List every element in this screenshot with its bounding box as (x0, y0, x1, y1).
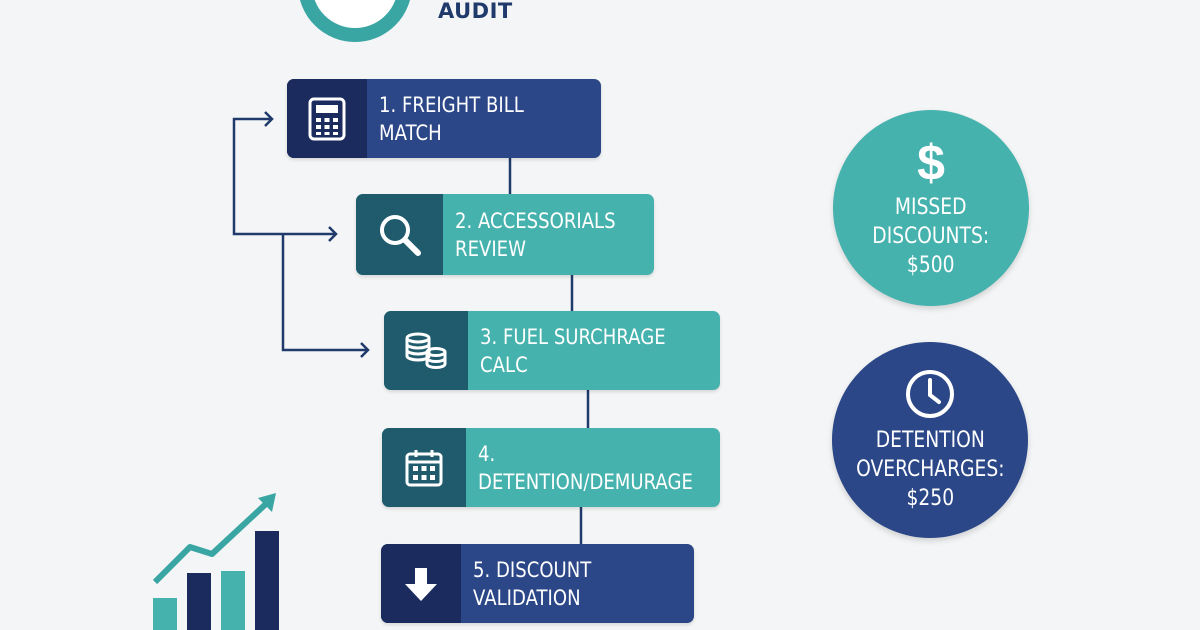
calendar-icon (382, 428, 466, 507)
arrowhead-step2 (328, 226, 338, 242)
loop-line-upper (232, 117, 336, 236)
down-arrow-icon (381, 544, 461, 623)
logo-title: AUDIT (438, 0, 513, 23)
dollar-icon: $ (917, 134, 945, 191)
magnifier-icon (356, 194, 443, 275)
step-label: 2. ACCESSORIALS REVIEW (455, 208, 616, 261)
step-label: 3. FUEL SURCHRAGE CALC (480, 324, 666, 377)
missed-discounts-text: MISSED DISCOUNTS: $500 (872, 194, 990, 278)
step-discount-validation: 5. DISCOUNT VALIDATION (381, 544, 694, 623)
bar-chart-growth-icon (152, 493, 279, 630)
calculator-icon (287, 79, 367, 158)
step-accessorials-review: 2. ACCESSORIALS REVIEW (356, 194, 654, 275)
clock-icon (904, 368, 956, 420)
loop-line-lower (281, 234, 368, 352)
missed-discounts-badge: $ MISSED DISCOUNTS: $500 (833, 110, 1029, 306)
coins-icon (384, 311, 468, 390)
step-detention-demurage: 4. DETENTION/DEMURAGE (382, 428, 720, 507)
detention-overcharges-text: DETENTION OVERCHARGES: $250 (855, 427, 1005, 511)
arrowhead-step3 (360, 342, 370, 358)
arrowhead-step1 (264, 111, 274, 127)
step-label: 1. FREIGHT BILL MATCH (379, 92, 524, 145)
step-fuel-surcharge-calc: 3. FUEL SURCHRAGE CALC (384, 311, 720, 390)
step-label: 5. DISCOUNT VALIDATION (473, 557, 592, 610)
step-freight-bill-match: 1. FREIGHT BILL MATCH (287, 79, 601, 158)
step-label: 4. DETENTION/DEMURAGE (478, 441, 693, 494)
detention-overcharges-badge: DETENTION OVERCHARGES: $250 (832, 342, 1028, 538)
